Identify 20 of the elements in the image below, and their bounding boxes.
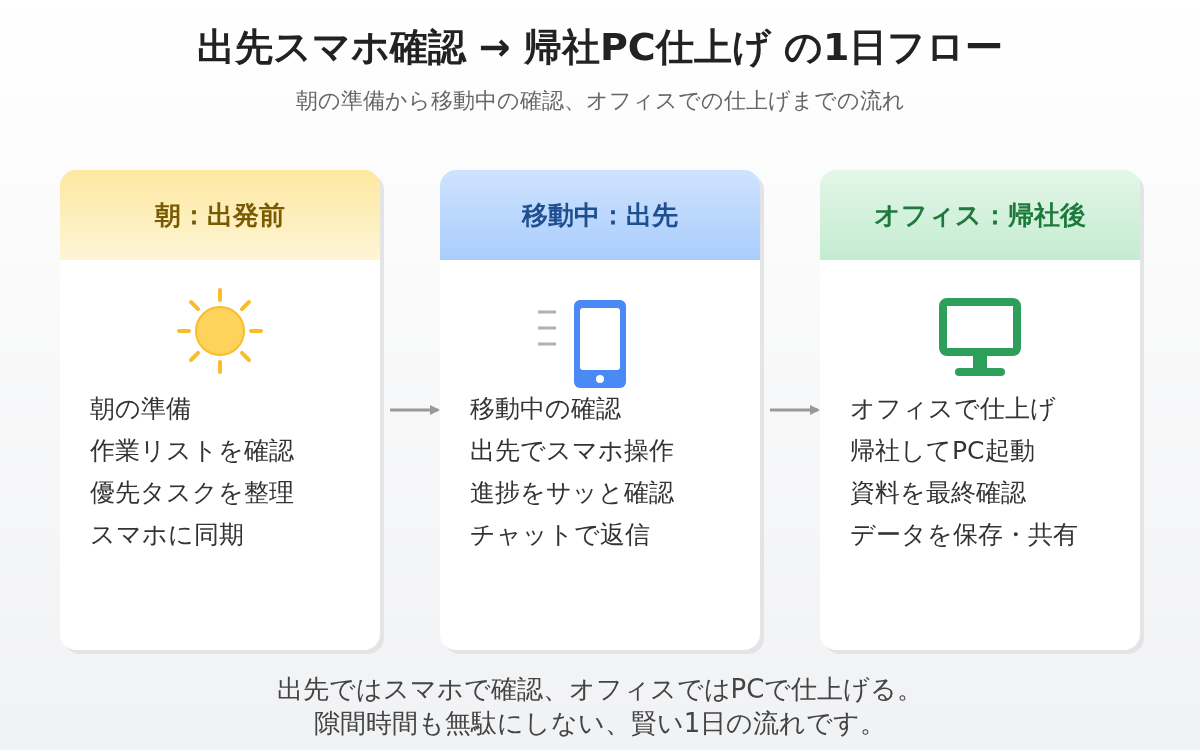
step-text: 移動中の確認 [470, 393, 621, 425]
step-text: データを保存・共有 [850, 519, 1078, 551]
subtitle: 朝の準備から移動中の確認、オフィスでの仕上げまでの流れ [295, 87, 905, 115]
card-heading: 移動中：出先 [522, 198, 678, 232]
card-heading: 朝：出発前 [155, 198, 285, 232]
step-text: チャットで返信 [470, 519, 650, 551]
caption: 出先ではスマホで確認、オフィスではPCで仕上げる。隙間時間も無駄にしない、賢い1日の流れです。 [275, 673, 925, 740]
title: 出先スマホ確認 → 帰社PC仕上げ の1日フロー [196, 24, 1004, 71]
step-text: スマホに同期 [90, 519, 244, 551]
step-text: オフィスで仕上げ [850, 393, 1056, 425]
card-heading: オフィス：帰社後 [874, 198, 1086, 232]
step-text: 資料を最終確認 [850, 477, 1026, 509]
step-text: 進捗をサッと確認 [470, 477, 674, 509]
arrow [390, 405, 440, 415]
step-text: 作業リストを確認 [90, 435, 294, 467]
step-text: 朝の準備 [90, 393, 191, 425]
arrow [770, 405, 820, 415]
step-text: 帰社してPC起動 [850, 435, 1035, 467]
step-text: 優先タスクを整理 [90, 477, 294, 509]
step-text: 出先でスマホ操作 [470, 435, 674, 467]
